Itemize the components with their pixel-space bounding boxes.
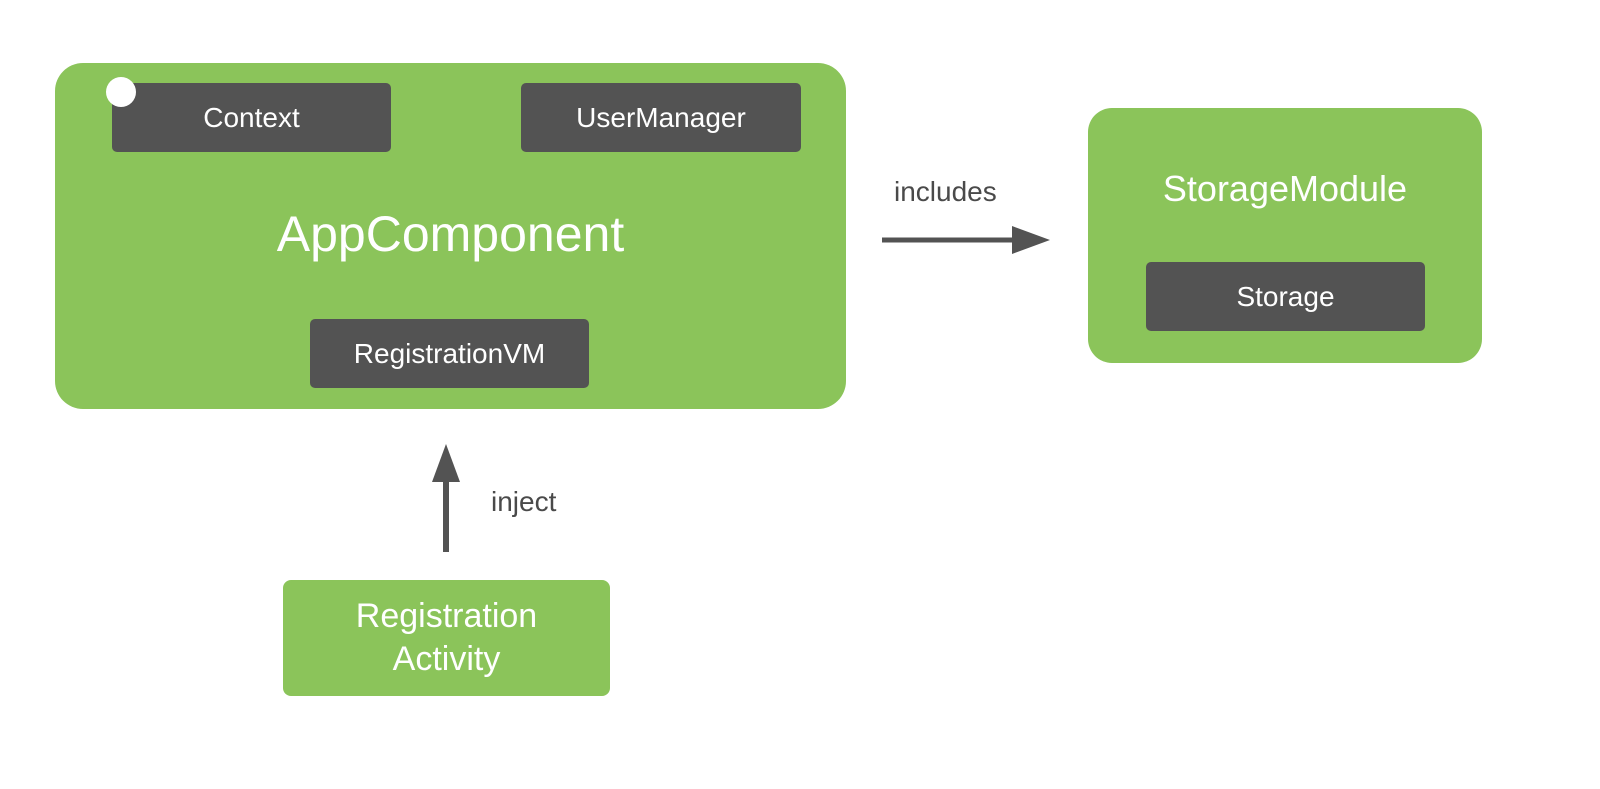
storage-chip: Storage <box>1146 262 1425 331</box>
context-chip: Context <box>112 83 391 152</box>
user-manager-chip: UserManager <box>521 83 801 152</box>
includes-arrow <box>882 226 1050 254</box>
circle-icon <box>106 77 136 107</box>
registration-activity-line-2: Activity <box>392 640 501 678</box>
inject-arrow <box>432 444 460 552</box>
app-component-title: AppComponent <box>276 206 625 262</box>
storage-module-title: StorageModule <box>1162 168 1408 209</box>
context-chip-label: Context <box>203 101 300 133</box>
user-manager-chip-label: UserManager <box>576 101 746 133</box>
storage-module-box: StorageModule Storage <box>1088 108 1482 363</box>
includes-label: includes <box>894 176 997 207</box>
registration-vm-chip-label: RegistrationVM <box>353 337 546 369</box>
registration-vm-chip: RegistrationVM <box>310 319 589 388</box>
inject-label: inject <box>491 486 557 517</box>
registration-activity-box: Registration Activity <box>283 580 610 696</box>
registration-activity-title: Registration Activity <box>356 595 537 681</box>
registration-activity-line-1: Registration <box>355 597 538 635</box>
storage-chip-label: Storage <box>1236 280 1335 312</box>
app-component-box: Context UserManager AppComponent Registr… <box>55 63 846 409</box>
